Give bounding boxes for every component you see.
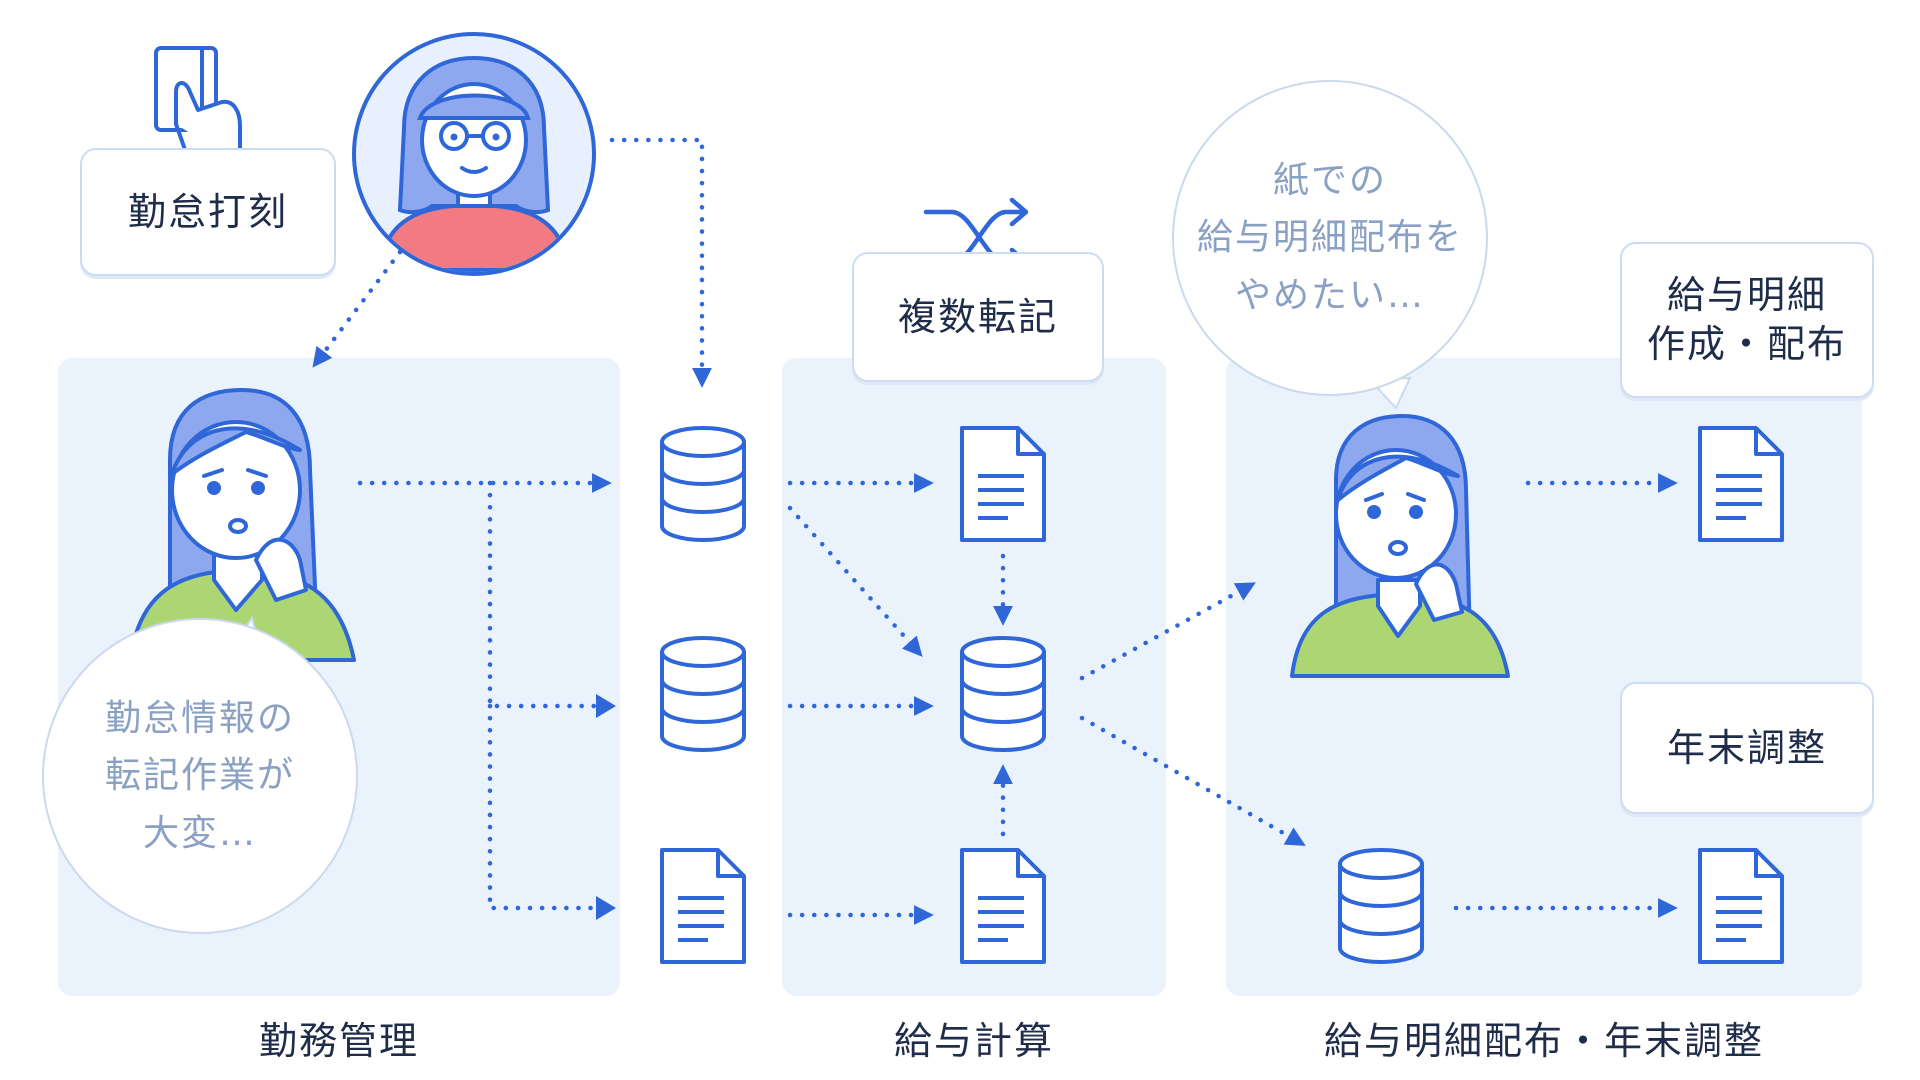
arrow-dbc-to-db xyxy=(1079,715,1306,846)
worried-staff-attendance xyxy=(128,388,356,662)
card-year-end: 年末調整 xyxy=(1620,682,1874,814)
document-icon xyxy=(660,848,746,964)
database-icon xyxy=(960,636,1046,752)
document-icon xyxy=(960,848,1046,964)
bubble-paper-pain: 紙での 給与明細配布を やめたい… xyxy=(1172,80,1488,396)
worried-staff-distribution xyxy=(1290,414,1510,678)
card-in-hand-icon xyxy=(154,46,242,168)
database-icon xyxy=(660,636,746,752)
person-avatar xyxy=(352,32,596,276)
zone-label-payroll: 給与計算 xyxy=(893,1019,1054,1063)
arrow-person-to-db1 xyxy=(609,137,712,388)
card-multi-transcription: 複数転記 xyxy=(852,252,1104,382)
database-icon xyxy=(1338,848,1424,964)
card-clock-in: 勤怠打刻 xyxy=(80,148,336,276)
zone-label-attendance: 勤務管理 xyxy=(258,1019,419,1063)
zone-label-distribution: 給与明細配布・年末調整 xyxy=(1323,1019,1764,1063)
card-payslip-create: 給与明細 作成・配布 xyxy=(1620,242,1874,398)
bubble-transcription-pain: 勤怠情報の 転記作業が 大変… xyxy=(42,618,358,934)
document-icon xyxy=(1698,426,1784,542)
arrow-branch-to-db2 xyxy=(487,480,599,709)
database-icon xyxy=(660,426,746,542)
arrow-person-to-attendance xyxy=(312,249,403,368)
arrow-branch-to-doc xyxy=(487,703,599,911)
document-icon xyxy=(1698,848,1784,964)
arrow-dbc-to-staff xyxy=(1079,582,1256,681)
document-icon xyxy=(960,426,1046,542)
arrow-db1-to-dbc xyxy=(787,505,923,657)
